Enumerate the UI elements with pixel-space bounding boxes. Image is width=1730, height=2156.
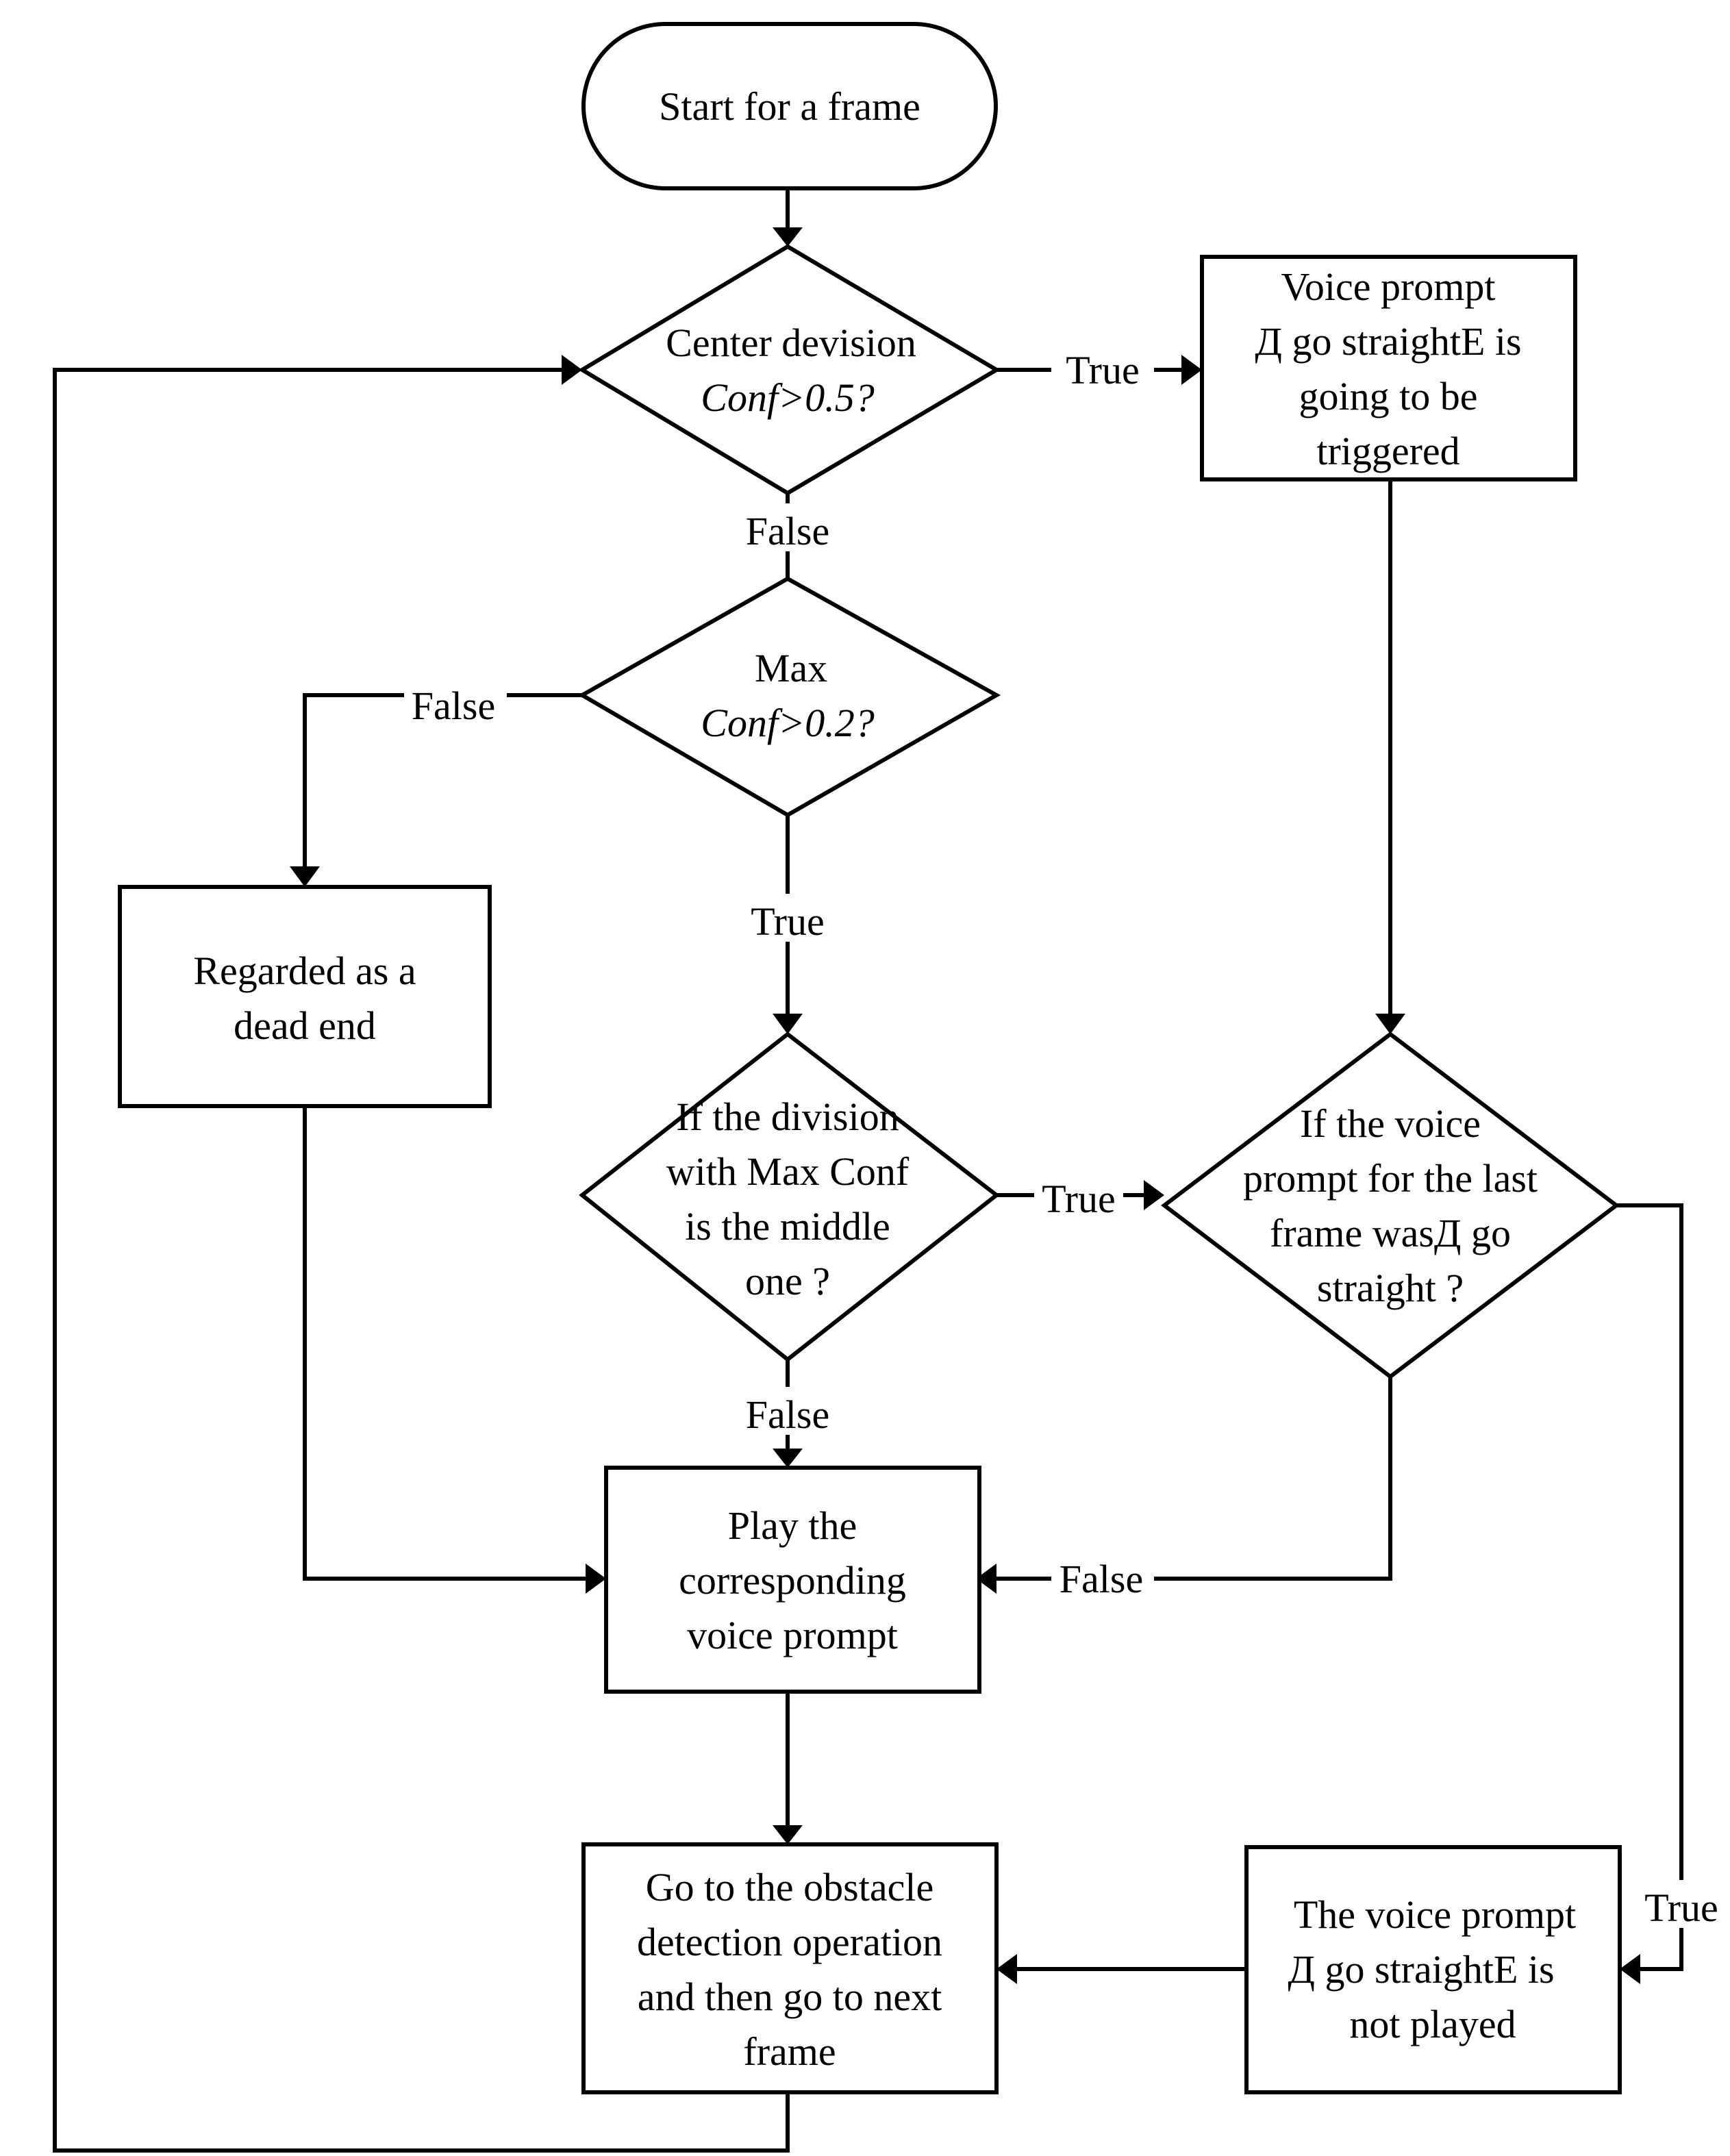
start-label: Start for a frame: [659, 84, 920, 129]
dead-end-box: [118, 885, 492, 1108]
arrowhead: [773, 227, 803, 247]
center-decision-label: Center devision: [666, 321, 916, 365]
not-played-box: [1244, 1845, 1622, 2094]
voice-straight-line-1: Voice prompt: [1281, 264, 1495, 309]
center-decision-condition: Conf>0.5?: [701, 375, 874, 420]
play-prompt-box: [604, 1466, 981, 1694]
obstacle-line-1: Go to the obstacle: [646, 1865, 933, 1909]
label-last-false: False: [1060, 1557, 1143, 1601]
max-decision-label: Max: [755, 646, 827, 690]
not-played-line-3: not played: [1349, 2002, 1516, 2046]
play-prompt-line-2: corresponding: [679, 1558, 906, 1603]
obstacle-line-3: and then go to next: [638, 1975, 942, 2019]
arrowhead: [976, 1564, 996, 1594]
max-decision-condition: Conf>0.2?: [701, 701, 874, 745]
middle-decision-diamond: [579, 1031, 1000, 1362]
arrowhead: [290, 866, 320, 887]
voice-straight-line-4: triggered: [1316, 429, 1459, 473]
last-prompt-decision-diamond: [1161, 1031, 1620, 1379]
last-prompt-line-3: frame wasД go: [1270, 1211, 1511, 1255]
middle-decision-line-2: with Max Conf: [666, 1149, 910, 1194]
edge-loop-back: [53, 368, 790, 2153]
middle-decision-line-4: one ?: [745, 1259, 830, 1303]
last-prompt-line-1: If the voice: [1300, 1101, 1481, 1146]
obstacle-line-4: frame: [743, 2029, 836, 2074]
dead-end-line-1: Regarded as a: [193, 949, 416, 993]
arrowhead: [586, 1564, 606, 1594]
not-played-line-1: The voice prompt: [1294, 1892, 1576, 1937]
start-terminal: [581, 22, 998, 190]
label-middle-true: True: [1042, 1177, 1115, 1221]
edge-last-false: [996, 1377, 1392, 1581]
arrowhead: [773, 1449, 803, 1468]
edge-last-true: [1616, 1203, 1683, 1971]
arrowhead: [773, 1014, 803, 1034]
edge-deadend-to-play: [303, 1106, 586, 1581]
max-decision-diamond: [577, 576, 1001, 818]
not-played-line-2: Д go straightE is: [1288, 1947, 1554, 1992]
label-max-false: False: [412, 684, 495, 728]
middle-decision-line-3: is the middle: [685, 1204, 890, 1249]
last-prompt-line-4: straight ?: [1317, 1266, 1464, 1310]
arrowhead: [773, 1825, 803, 1844]
arrowhead: [1620, 1954, 1640, 1984]
middle-decision-line-1: If the division: [676, 1094, 899, 1139]
arrowhead: [1375, 1014, 1405, 1034]
obstacle-box: [581, 1842, 999, 2094]
edge-labels: True False False True True False False T…: [404, 342, 1726, 1930]
label-center-true: True: [1066, 348, 1139, 392]
play-prompt-line-3: voice prompt: [687, 1613, 898, 1657]
last-prompt-line-2: prompt for the last: [1243, 1156, 1538, 1201]
label-middle-false: False: [746, 1392, 829, 1437]
label-center-false: False: [746, 509, 829, 553]
voice-straight-line-2: Д go straightE is: [1255, 319, 1521, 364]
voice-straight-box: [1200, 255, 1577, 481]
obstacle-line-2: detection operation: [637, 1920, 942, 1964]
center-decision-diamond: [578, 244, 1001, 496]
arrowhead: [562, 355, 582, 385]
dead-end-line-2: dead end: [234, 1003, 376, 1048]
label-max-true: True: [751, 899, 824, 944]
play-prompt-line-1: Play the: [728, 1503, 857, 1548]
label-last-true: True: [1644, 1885, 1718, 1930]
arrowhead: [1144, 1180, 1164, 1210]
voice-straight-line-3: going to be: [1299, 374, 1478, 418]
arrowhead: [1181, 355, 1202, 385]
arrowhead: [996, 1954, 1017, 1984]
nodes: Start for a frame Center devision Conf>0…: [118, 22, 1622, 2094]
